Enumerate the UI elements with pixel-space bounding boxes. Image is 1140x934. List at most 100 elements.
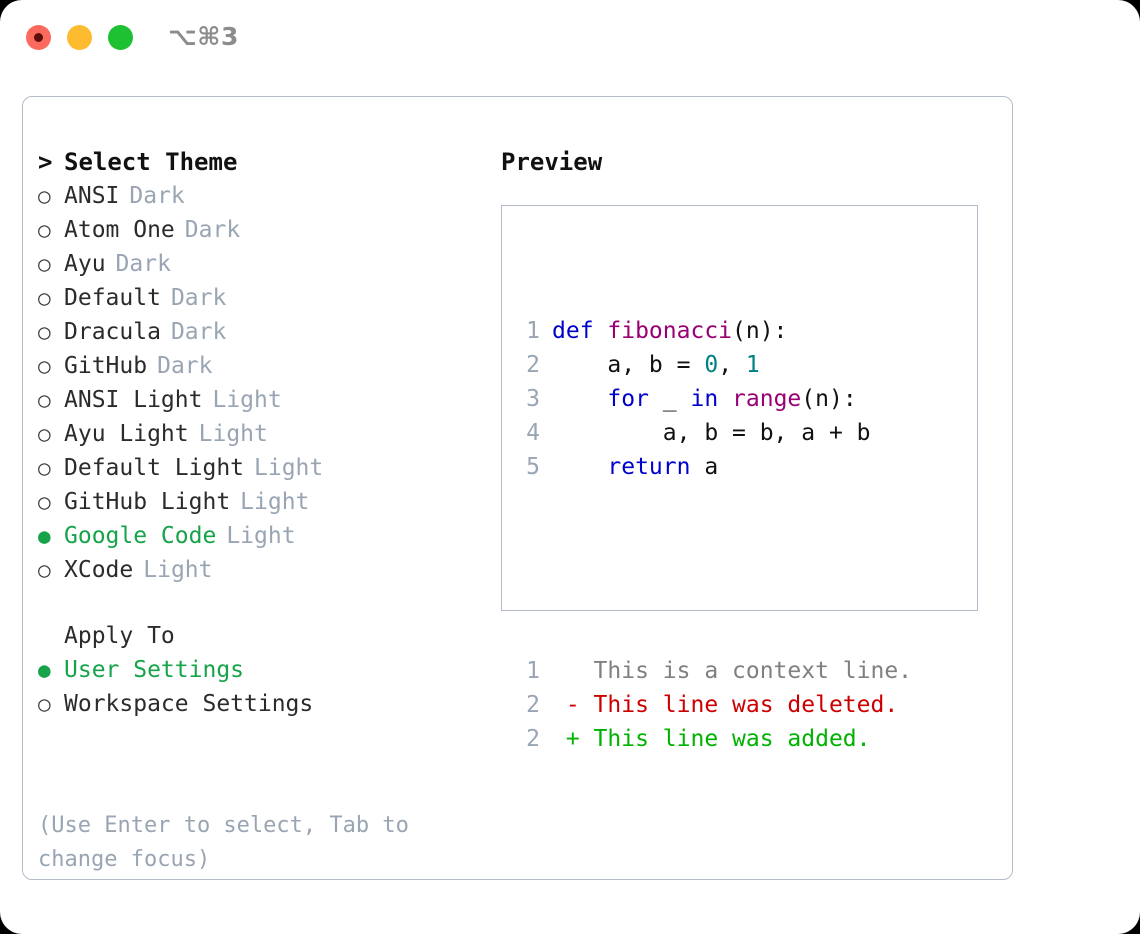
theme-option[interactable]: ○ XCode Light [38, 553, 498, 587]
line-number: 2 [526, 692, 540, 718]
line-number: 2 [526, 352, 540, 378]
code-token: _ [648, 386, 691, 412]
theme-option[interactable]: ○ GitHub Dark [38, 349, 498, 383]
radio-unselected-icon: ○ [38, 252, 51, 276]
radio-selected-icon: ● [38, 658, 51, 682]
theme-variant-badge: Light [198, 421, 268, 447]
diff-line: 2 - This line was deleted. [518, 688, 912, 722]
radio-unselected-icon: ○ [38, 218, 51, 242]
code-token: in [690, 386, 719, 412]
theme-option[interactable]: ● Google Code Light [38, 519, 498, 553]
theme-name: XCode [64, 557, 134, 583]
apply-to-option-label: User Settings [64, 657, 245, 683]
theme-name: ANSI [64, 183, 120, 209]
code-line: 3 for _ in range(n): [518, 382, 912, 416]
spacer-icon: ○ [38, 619, 64, 653]
theme-variant-badge: Light [143, 557, 213, 583]
code-token: range [732, 386, 802, 412]
line-number: 1 [526, 658, 540, 684]
line-number: 4 [526, 420, 540, 446]
code-token: a [690, 454, 719, 480]
apply-to-option[interactable]: ● User Settings [38, 653, 498, 687]
radio-unselected-icon: ○ [38, 184, 51, 208]
select-theme-heading: > Select Theme [38, 145, 498, 179]
code-token: (n): [732, 318, 788, 344]
maximize-button[interactable] [108, 25, 133, 50]
theme-name: Ayu [64, 251, 106, 277]
theme-option[interactable]: ○ ANSI Dark [38, 179, 498, 213]
code-token: , [718, 352, 746, 378]
theme-variant-badge: Dark [170, 285, 227, 311]
close-button[interactable] [26, 25, 51, 50]
apply-to-options: ● User Settings ○ Workspace Settings [38, 653, 498, 721]
apply-to-option-label: Workspace Settings [64, 691, 314, 717]
radio-unselected-icon: ○ [38, 320, 51, 344]
theme-variant-badge: Light [226, 523, 296, 549]
theme-variant-badge: Light [212, 387, 282, 413]
theme-name: Dracula [64, 319, 161, 345]
code-token [552, 386, 607, 412]
code-token [552, 454, 607, 480]
code-token: 1 [745, 352, 760, 378]
radio-selected-icon: ● [38, 524, 51, 548]
apply-to-heading: ○ Apply To [38, 619, 498, 653]
code-line: 5 return a [518, 450, 912, 484]
radio-unselected-icon: ○ [38, 692, 51, 716]
theme-option[interactable]: ○ Ayu Dark [38, 247, 498, 281]
keyboard-hint-text: (Use Enter to select, Tab to change focu… [38, 813, 409, 872]
code-token: (n): [801, 386, 857, 412]
theme-name: GitHub Light [64, 489, 231, 515]
line-number: 2 [526, 726, 540, 752]
code-diff-separator [518, 552, 912, 586]
prompt-caret-icon: > [38, 148, 53, 176]
theme-variant-badge: Dark [129, 183, 185, 209]
theme-name: Ayu Light [64, 421, 189, 447]
theme-variant-badge: Dark [157, 353, 213, 379]
radio-unselected-icon: ○ [38, 422, 51, 446]
theme-name: Google Code [64, 523, 217, 549]
theme-variant-badge: Dark [170, 319, 227, 345]
code-token: 0 [704, 352, 719, 378]
preview-title: Preview [501, 148, 603, 176]
minimize-button[interactable] [67, 25, 92, 50]
theme-option[interactable]: ○ Dracula Dark [38, 315, 498, 349]
radio-unselected-icon: ○ [38, 354, 51, 378]
theme-name: GitHub [64, 353, 148, 379]
line-number: 1 [526, 318, 540, 344]
diff-line-text: - This line was deleted. [552, 692, 899, 718]
line-number: 3 [526, 386, 540, 412]
title-bar: ⌥⌘3 [0, 0, 1140, 78]
line-number: 5 [526, 454, 540, 480]
select-theme-label: Select Theme [64, 148, 238, 176]
code-line: 4 a, b = b, a + b [518, 416, 912, 450]
diff-line: 2 + This line was added. [518, 722, 912, 756]
theme-option[interactable]: ○ ANSI Light Light [38, 383, 498, 417]
radio-unselected-icon: ○ [38, 490, 51, 514]
radio-unselected-icon: ○ [38, 456, 51, 480]
theme-name: ANSI Light [64, 387, 203, 413]
theme-option[interactable]: ○ Ayu Light Light [38, 417, 498, 451]
diff-line-text: + This line was added. [552, 726, 871, 752]
apply-to-option[interactable]: ○ Workspace Settings [38, 687, 498, 721]
code-token: a, b = [552, 352, 705, 378]
theme-name: Default Light [64, 455, 245, 481]
theme-name: Default [64, 285, 161, 311]
radio-unselected-icon: ○ [38, 558, 51, 582]
code-token: return [607, 454, 691, 480]
code-line: 2 a, b = 0, 1 [518, 348, 912, 382]
theme-variant-badge: Dark [115, 251, 171, 277]
window-controls [26, 25, 133, 50]
code-token: a, b = b, a + b [552, 420, 871, 446]
radio-unselected-icon: ○ [38, 388, 51, 412]
